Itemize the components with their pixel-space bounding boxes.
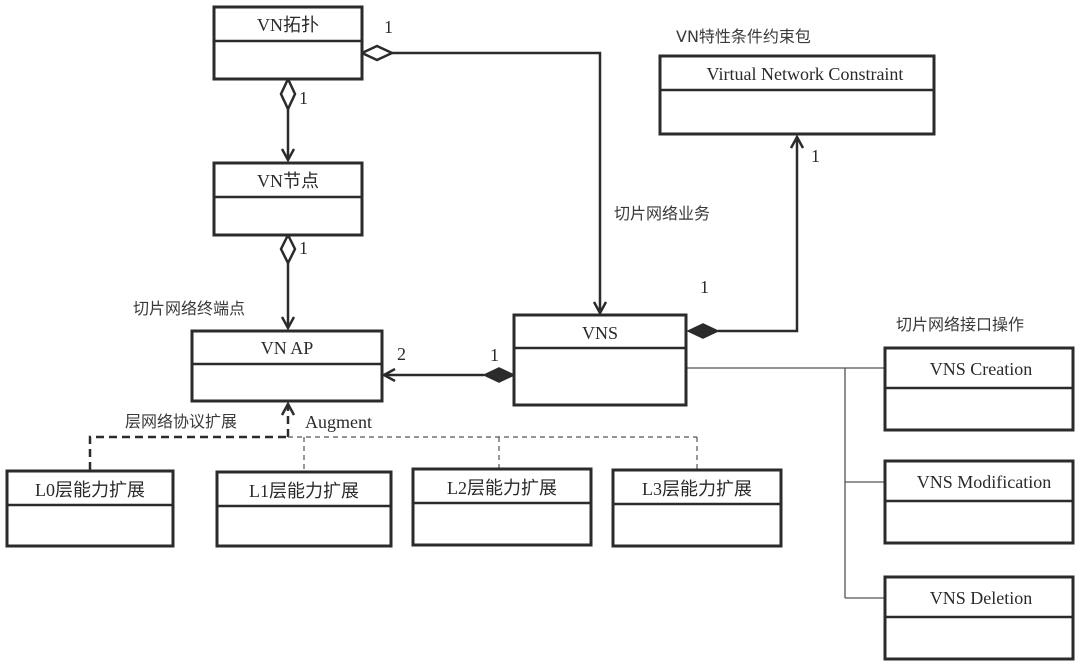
class-title: VNS Modification: [917, 472, 1052, 492]
class-title: VNS Deletion: [930, 588, 1033, 608]
class-title: VNS: [582, 323, 618, 343]
topology-vns-aggregation: [359, 44, 600, 313]
class-title: L1层能力扩展: [249, 481, 359, 501]
class-title: Virtual Network Constraint: [707, 64, 904, 84]
vns-constraint-composition: [686, 137, 797, 339]
class-l3-extension[interactable]: L3层能力扩展: [611, 468, 783, 548]
filled-diamond-icon: [686, 323, 720, 339]
augment-connectors: [88, 404, 698, 472]
class-l1-extension[interactable]: L1层能力扩展: [215, 470, 393, 548]
annotation-constraint-package: VN特性条件约束包: [676, 27, 811, 46]
hollow-diamond-icon: [279, 76, 297, 112]
hollow-diamond-icon: [359, 44, 395, 62]
annotation-slice-service: 切片网络业务: [614, 204, 710, 223]
class-title: VNS Creation: [930, 359, 1033, 379]
multiplicity-label: 1: [700, 277, 709, 297]
multiplicity-label: 1: [299, 238, 308, 258]
class-title: L2层能力扩展: [447, 478, 557, 498]
class-vns-creation[interactable]: VNS Creation: [883, 346, 1075, 432]
annotation-augment: Augment: [305, 412, 372, 432]
multiplicity-label: 1: [490, 345, 499, 365]
class-l2-extension[interactable]: L2层能力扩展: [411, 467, 593, 547]
multiplicity-label: 1: [384, 17, 393, 37]
topology-node-aggregation: [279, 76, 297, 160]
vns-ap-composition: [384, 367, 516, 383]
annotation-slice-endpoint: 切片网络终端点: [133, 299, 245, 318]
class-vns-modification[interactable]: VNS Modification: [883, 459, 1075, 545]
class-title: L3层能力扩展: [642, 479, 752, 499]
multiplicity-label: 1: [811, 146, 820, 166]
class-vns-deletion[interactable]: VNS Deletion: [883, 575, 1075, 661]
node-ap-aggregation: [279, 232, 297, 328]
annotation-layer-protocol-extension: 层网络协议扩展: [125, 412, 237, 431]
hollow-diamond-icon: [279, 232, 297, 266]
class-title: L0层能力扩展: [35, 480, 145, 500]
class-l0-extension[interactable]: L0层能力扩展: [5, 469, 175, 548]
filled-diamond-icon: [482, 367, 516, 383]
vns-operations-connector: [686, 367, 885, 599]
annotation-interface-operations: 切片网络接口操作: [896, 315, 1024, 334]
class-title: VN AP: [261, 338, 314, 358]
multiplicity-label: 1: [299, 88, 308, 108]
class-vn-topology[interactable]: VN拓扑: [212, 5, 364, 81]
class-title: VN拓扑: [257, 15, 319, 35]
class-vn-ap[interactable]: VN AP: [190, 329, 384, 403]
multiplicity-label: 2: [397, 344, 406, 364]
class-virtual-network-constraint[interactable]: Virtual Network Constraint: [658, 54, 936, 136]
class-vns[interactable]: VNS: [512, 313, 688, 407]
class-title: VN节点: [257, 171, 319, 191]
class-vn-node[interactable]: VN节点: [212, 161, 364, 237]
